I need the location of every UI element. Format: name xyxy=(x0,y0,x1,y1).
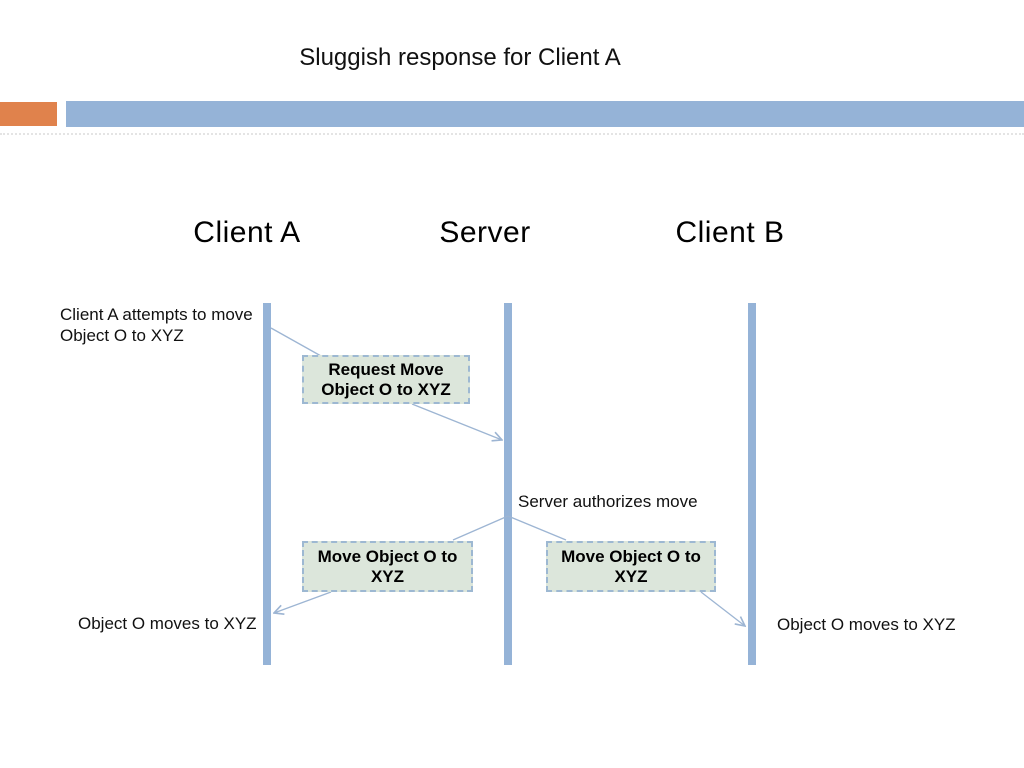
message-box-move-client-b: Move Object O to XYZ xyxy=(546,541,716,592)
connector-server-to-moveright-box xyxy=(507,515,567,541)
connector-moveright-to-clientb-arrow xyxy=(700,591,745,626)
note-client-a-attempts-line1: Client A attempts to move xyxy=(60,305,253,324)
note-client-a-attempts-line2: Object O to XYZ xyxy=(60,326,184,345)
dotted-divider xyxy=(0,133,1024,135)
accent-orange-block xyxy=(0,102,57,126)
message-box-move-right-line1: Move Object O to xyxy=(561,546,701,566)
lifeline-server xyxy=(504,303,512,665)
message-box-request-line1: Request Move xyxy=(328,359,444,379)
note-client-a-attempts: Client A attempts to move Object O to XY… xyxy=(60,304,253,346)
connector-moveleft-to-clienta-arrow xyxy=(274,591,332,613)
message-box-move-left-line1: Move Object O to xyxy=(317,546,458,566)
connector-server-to-moveleft-box xyxy=(452,515,509,541)
connector-clienta-to-request-box xyxy=(270,327,322,357)
slide-title: Sluggish response for Client A xyxy=(299,44,621,71)
connector-request-to-server-arrow xyxy=(411,403,502,440)
message-box-request-move: Request Move Object O to XYZ xyxy=(302,355,470,404)
lifeline-client-b xyxy=(748,303,756,665)
message-box-move-left-line2: XYZ xyxy=(370,566,405,586)
message-box-request-line2: Object O to XYZ xyxy=(321,379,451,399)
lifeline-label-client-b: Client B xyxy=(675,216,785,249)
note-object-moves-client-a: Object O moves to XYZ xyxy=(78,614,257,633)
note-server-authorizes: Server authorizes move xyxy=(518,492,698,511)
lifeline-label-server: Server xyxy=(439,216,531,249)
lifeline-label-client-a: Client A xyxy=(193,216,301,249)
note-object-moves-client-b: Object O moves to XYZ xyxy=(777,615,956,634)
message-box-move-right-line2: XYZ xyxy=(614,566,648,586)
accent-blue-bar xyxy=(66,101,1024,127)
message-box-move-client-a: Move Object O to XYZ xyxy=(302,541,473,592)
lifeline-client-a xyxy=(263,303,271,665)
